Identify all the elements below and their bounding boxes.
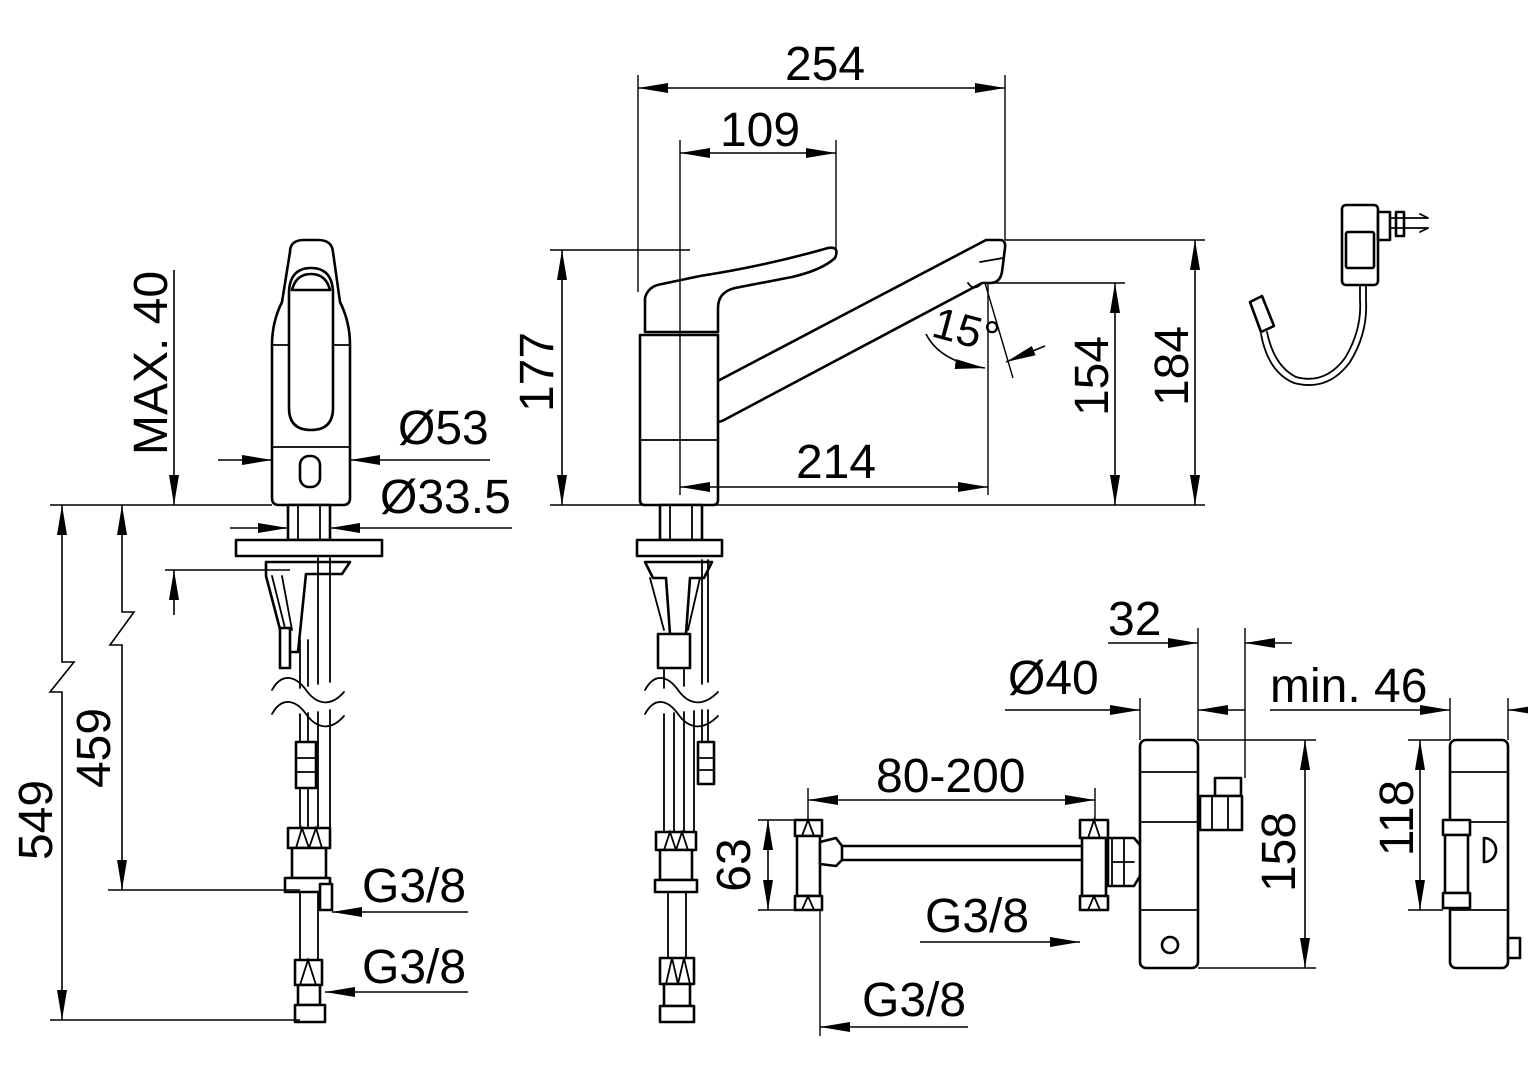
inlet-body bbox=[1443, 833, 1470, 895]
adapter-cable bbox=[1266, 284, 1362, 380]
valve-nut bbox=[1111, 837, 1135, 887]
mounting-bracket bbox=[264, 560, 352, 654]
hose-nut bbox=[286, 826, 332, 850]
lever-cap bbox=[290, 272, 332, 292]
power-adapter bbox=[1248, 203, 1429, 386]
break-line bbox=[271, 701, 345, 728]
hose-fitting bbox=[290, 846, 328, 880]
break-line bbox=[644, 677, 719, 704]
dimension-line-hose-short bbox=[108, 505, 136, 890]
mounting-plate bbox=[234, 538, 384, 558]
supply-hose bbox=[299, 557, 331, 689]
label-offset: 32 bbox=[1108, 593, 1161, 646]
lever-slot bbox=[287, 266, 335, 432]
nut-facets bbox=[299, 957, 317, 986]
label-valve-height: 63 bbox=[708, 838, 761, 891]
label-shank-diameter: Ø33.5 bbox=[380, 471, 511, 524]
label-box-height: 158 bbox=[1253, 812, 1306, 892]
cable-connector bbox=[696, 740, 716, 786]
hose-nut bbox=[293, 1003, 327, 1024]
label-lever-length: 109 bbox=[720, 104, 800, 157]
label-total-height: 184 bbox=[1146, 326, 1199, 406]
control-box-dimensions: 32 Ø40 min. 46 158 118 bbox=[1005, 593, 1528, 969]
nut-facets bbox=[1087, 817, 1101, 911]
hose-fitting bbox=[658, 848, 694, 882]
dimension-line-hose-long bbox=[48, 505, 76, 1020]
lever bbox=[643, 246, 838, 334]
pipe bbox=[838, 844, 1090, 862]
front-view-dimensions: MAX. 40 Ø53 Ø33.5 549 459 G3/8 G3/8 bbox=[10, 270, 512, 1021]
inlet-nut bbox=[1441, 891, 1472, 910]
cable-connector bbox=[278, 626, 292, 670]
spout-outlet bbox=[967, 257, 1004, 289]
break-line bbox=[644, 701, 719, 728]
hose-nut bbox=[656, 632, 692, 670]
label-body-diameter: Ø53 bbox=[398, 402, 489, 455]
fitting-body bbox=[1080, 836, 1108, 898]
valve-block bbox=[1198, 794, 1244, 832]
inlet-nut bbox=[1441, 818, 1472, 837]
label-mount-thickness: MAX. 40 bbox=[125, 271, 178, 455]
hose-nut bbox=[658, 1004, 696, 1024]
side-stub bbox=[1506, 936, 1522, 960]
label-overall-length: 254 bbox=[785, 38, 865, 91]
label-spout-reach: 214 bbox=[796, 436, 876, 489]
valve-facets bbox=[1211, 795, 1229, 831]
box-indicator bbox=[1160, 935, 1180, 955]
plug-collar bbox=[1394, 210, 1406, 238]
shank bbox=[286, 503, 332, 542]
adapter-cable bbox=[1260, 284, 1368, 386]
label-outlet-height: 154 bbox=[1066, 336, 1119, 416]
tail-pipe bbox=[299, 891, 319, 961]
cable-plug bbox=[1248, 294, 1276, 334]
box-housing bbox=[1138, 738, 1200, 970]
label-diameter: Ø40 bbox=[1008, 652, 1099, 705]
label-body-height: 177 bbox=[511, 332, 564, 412]
side-view bbox=[635, 238, 1007, 1024]
supply-hose bbox=[663, 709, 709, 833]
pipe-elbow bbox=[818, 836, 844, 868]
bracket-rib bbox=[649, 577, 701, 631]
label-thread-right: G3/8 bbox=[925, 890, 1029, 943]
side-view-dimensions: 254 109 177 214 154 184 15° bbox=[511, 38, 1205, 506]
tail-pipe bbox=[667, 891, 687, 959]
label-hose-long: 549 bbox=[10, 780, 63, 860]
angle-line bbox=[984, 282, 1014, 379]
faucet-body-side bbox=[638, 333, 720, 507]
label-clearance: min. 46 bbox=[1270, 660, 1427, 713]
hose-fitting bbox=[662, 982, 692, 1008]
angle-arrow bbox=[1005, 345, 1046, 363]
control-box-front bbox=[1138, 738, 1244, 970]
side-outlet bbox=[318, 882, 334, 912]
fitting-body bbox=[795, 834, 822, 898]
sensor-window bbox=[298, 454, 322, 489]
plug-pins bbox=[1389, 213, 1429, 233]
control-box-side bbox=[1441, 738, 1522, 970]
label-inner-height: 118 bbox=[1371, 780, 1424, 857]
label-thread-lower: G3/8 bbox=[362, 941, 466, 994]
plug-base bbox=[1376, 210, 1392, 242]
knob bbox=[1482, 836, 1498, 864]
shank bbox=[658, 503, 704, 542]
adapter-panel bbox=[1344, 230, 1376, 270]
label-hose-short: 459 bbox=[68, 708, 121, 788]
valve-handle bbox=[1213, 776, 1243, 798]
label-thread-left: G3/8 bbox=[862, 974, 966, 1027]
hose-nut bbox=[653, 878, 699, 894]
break-line bbox=[271, 677, 345, 704]
angle-arc bbox=[925, 333, 986, 369]
hose-fitting bbox=[296, 983, 322, 1007]
front-view bbox=[234, 238, 384, 1024]
label-thread-upper: G3/8 bbox=[362, 860, 466, 913]
cable-connector bbox=[294, 740, 318, 790]
mixing-valve-dimensions: 80-200 63 G3/8 G3/8 bbox=[708, 750, 1096, 1036]
mounting-plate bbox=[635, 538, 724, 558]
label-spacing: 80-200 bbox=[876, 750, 1025, 803]
